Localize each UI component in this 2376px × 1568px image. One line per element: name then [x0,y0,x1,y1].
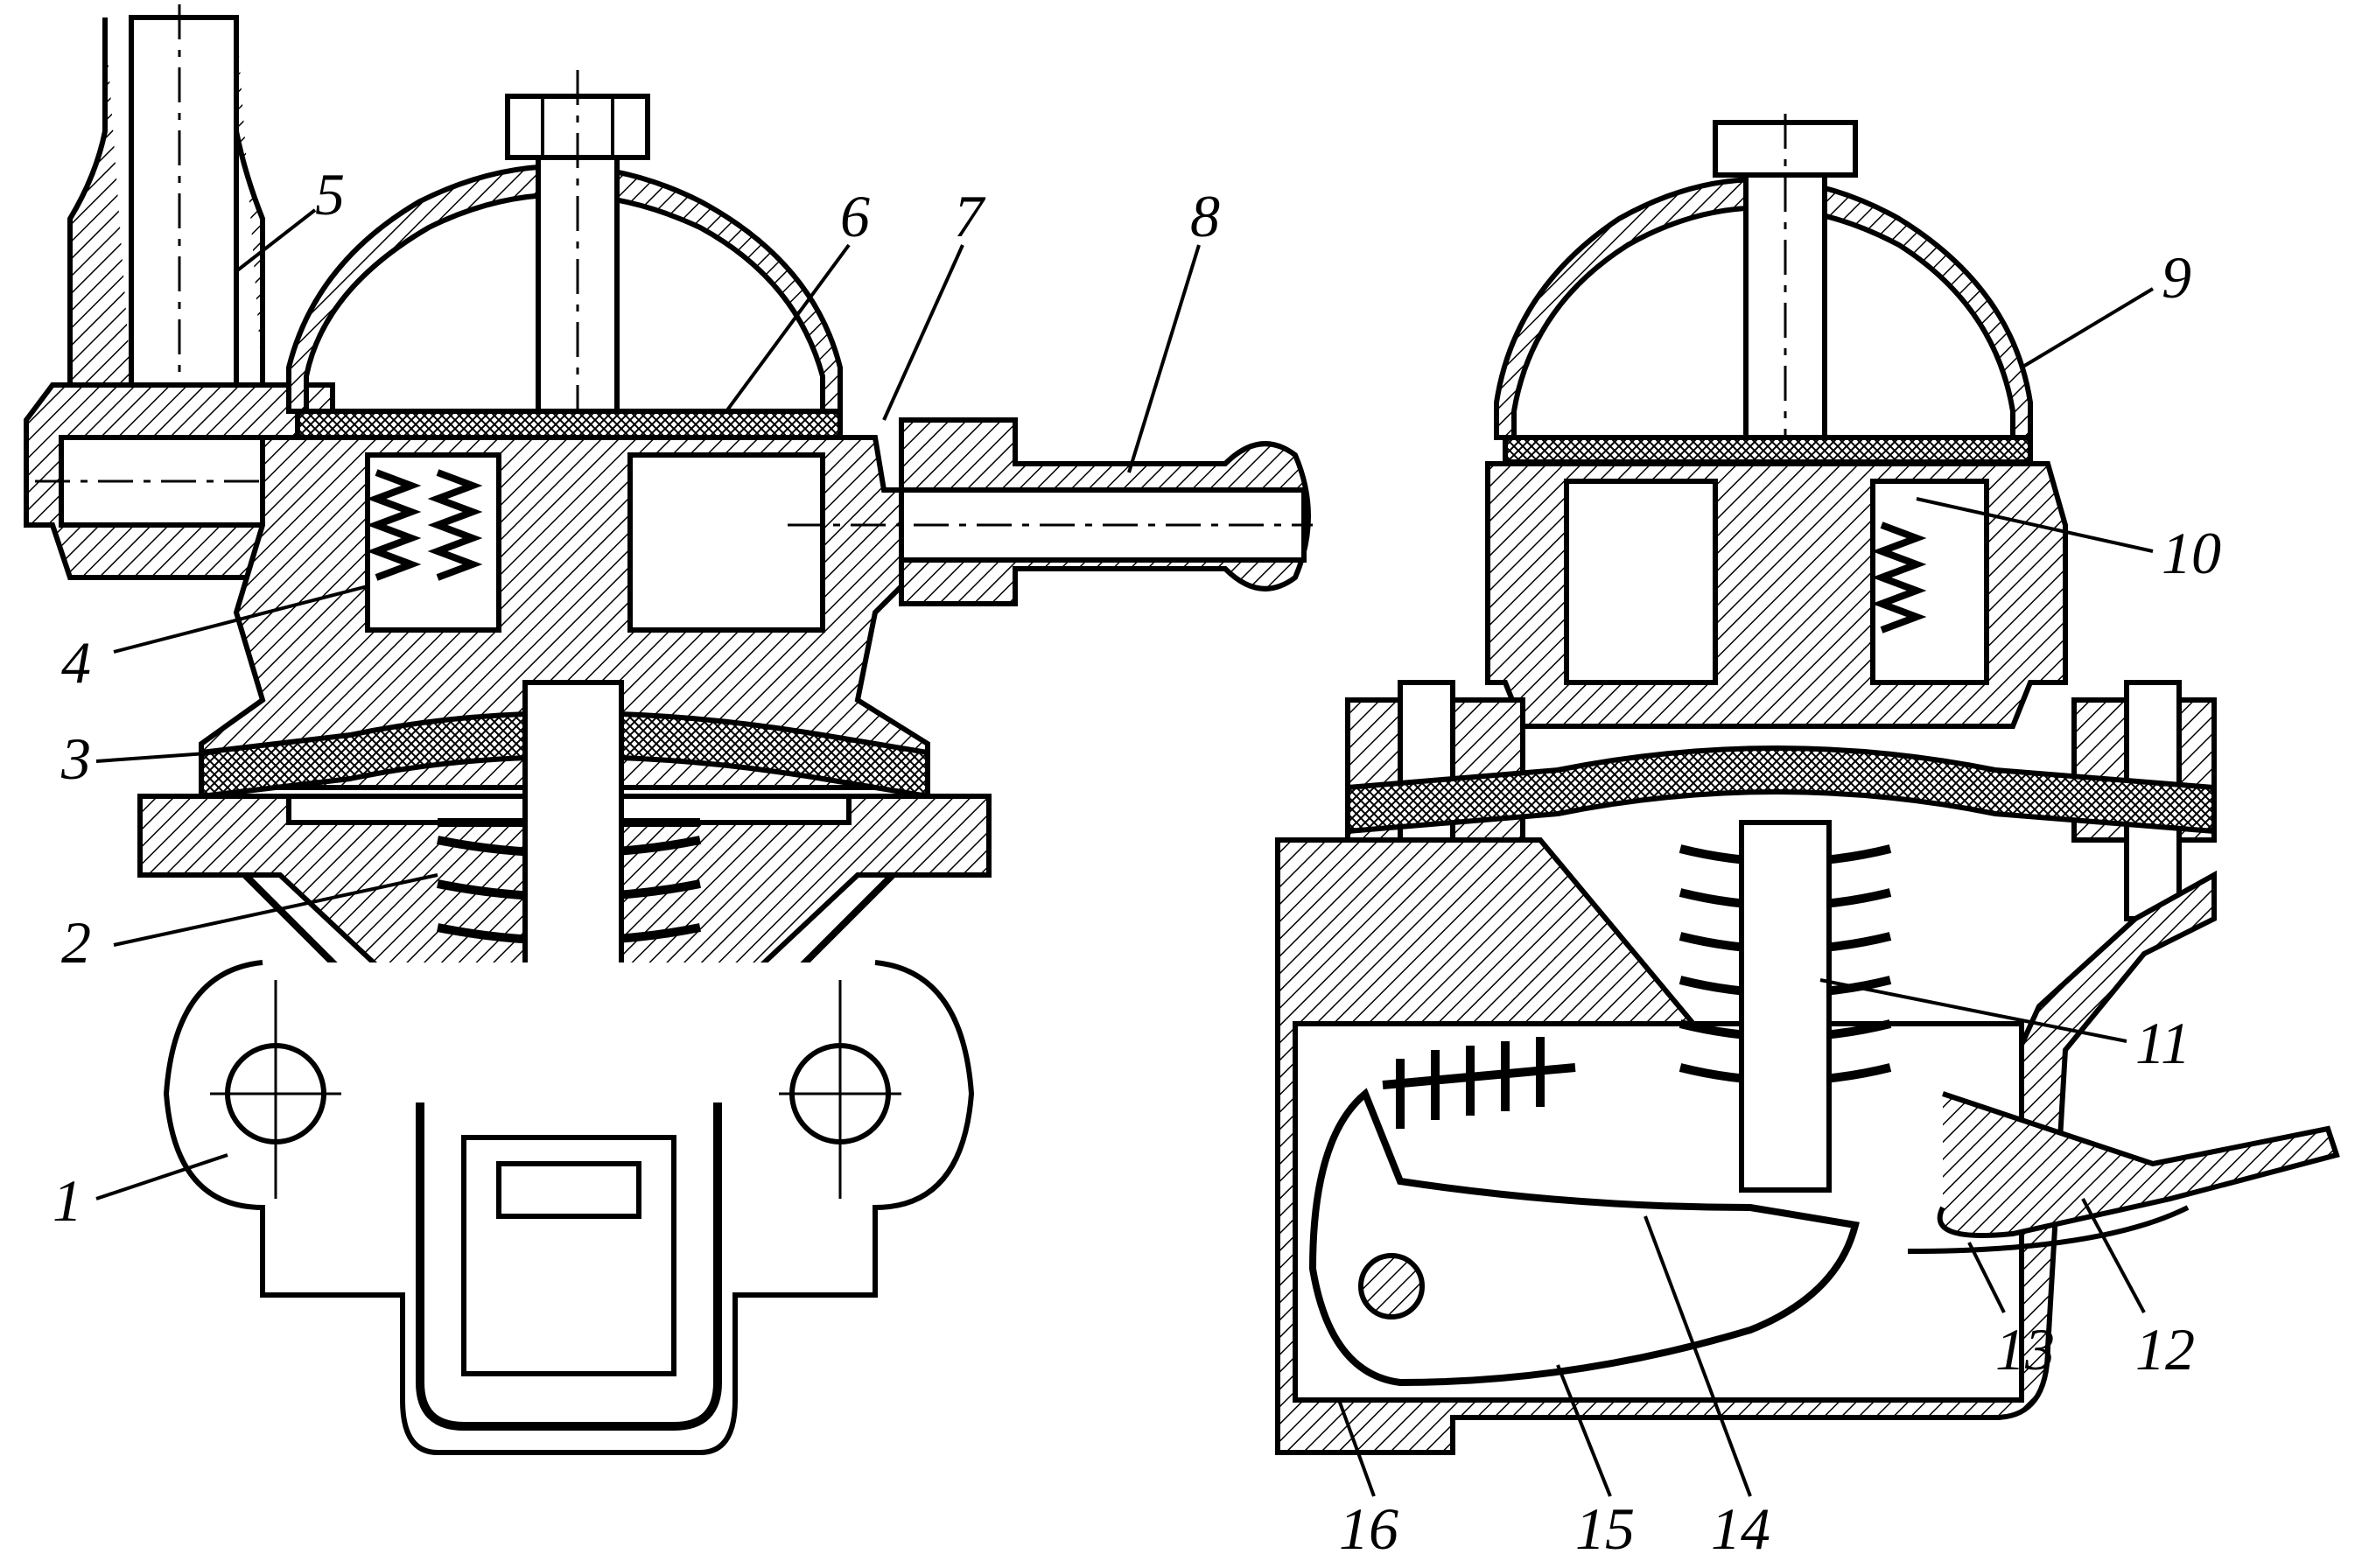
label-1: 1 [53,1167,82,1234]
label-5: 5 [315,161,345,228]
left-pump-section [24,4,1313,1455]
label-16: 16 [1339,1495,1398,1562]
leader-lines [95,208,2155,1497]
right-strainer [1503,435,2033,465]
label-7: 7 [954,183,986,249]
lever-return-spring [1382,1037,1576,1129]
label-4: 4 [61,629,91,696]
label-9: 9 [2162,244,2191,311]
label-12: 12 [2135,1316,2195,1382]
manual-priming-lever [1937,1091,2340,1238]
label-8: 8 [1190,183,1220,249]
label-14: 14 [1711,1495,1770,1562]
pushrod-cup [416,1102,722,1431]
right-diaphragm [1345,746,2217,835]
right-pump-section [1275,114,2340,1455]
rocker-lever [1308,1088,1860,1387]
label-3: 3 [60,725,91,792]
label-11: 11 [2135,1010,2190,1076]
inlet-pipe [67,4,265,388]
part-labels: 1 2 3 4 5 6 7 8 9 10 11 12 13 14 15 16 [53,161,2221,1562]
lever-pivot [1358,1253,1425,1320]
label-6: 6 [840,183,870,249]
label-10: 10 [2162,520,2221,586]
label-2: 2 [61,909,91,976]
strainer-mesh [295,409,843,440]
label-13: 13 [1995,1316,2055,1382]
label-15: 15 [1575,1495,1635,1562]
